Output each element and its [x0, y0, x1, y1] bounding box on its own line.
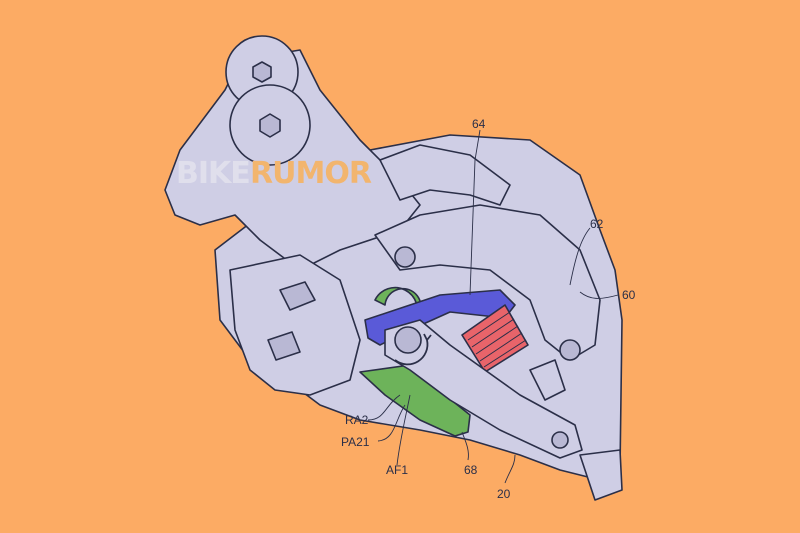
lower-link [384, 319, 583, 459]
pivot-pin-right [559, 339, 581, 361]
label-60: 60 [622, 288, 636, 302]
upper-link [374, 204, 601, 361]
leader-lines [367, 129, 619, 484]
label-68: 68 [464, 463, 478, 477]
watermark-bike: BIKE [176, 156, 250, 191]
label-62: 62 [590, 217, 604, 231]
pivot-pin-upper [394, 246, 416, 268]
hex-bolt-upper-icon [252, 61, 272, 83]
coil-spring-small [529, 359, 566, 401]
label-RA2: RA2 [345, 413, 369, 427]
watermark-rumor: RUMOR [250, 156, 372, 191]
pivot-pin-lower [551, 431, 569, 449]
label-PA21: PA21 [341, 435, 370, 449]
label-64: 64 [472, 117, 486, 131]
cable-adjuster [279, 281, 316, 311]
cable-housing-block [229, 254, 361, 396]
label-AF1: AF1 [386, 463, 408, 477]
tension-spring-red [461, 304, 529, 373]
pivot-pin-center [394, 326, 422, 354]
chain-guide-plate [579, 449, 623, 501]
hex-bolt-lower-icon [259, 113, 281, 138]
cable-fixing-bolt [267, 331, 301, 361]
label-20: 20 [497, 487, 511, 501]
rotation-arrow-icon [394, 333, 432, 366]
arch-cover [379, 144, 511, 206]
